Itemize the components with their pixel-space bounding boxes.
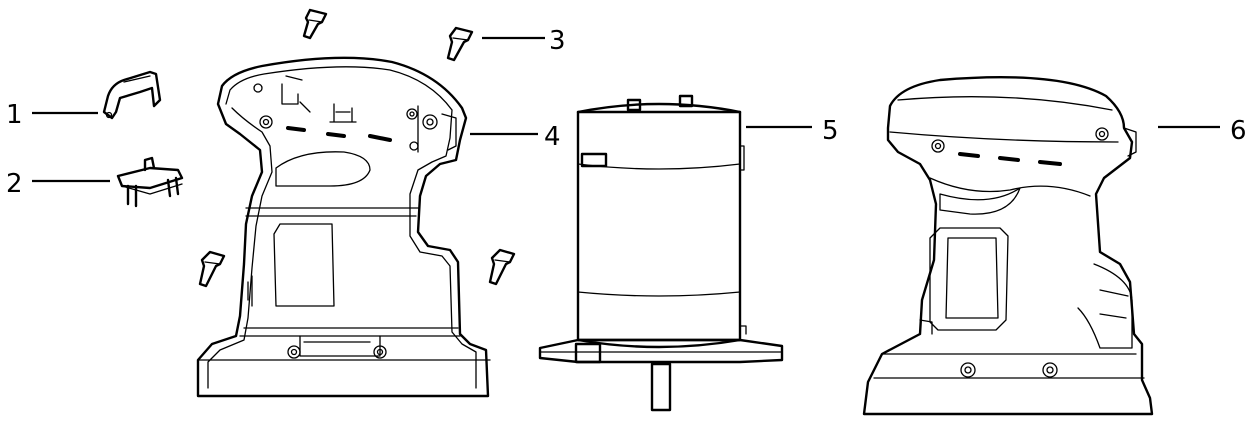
callout-label-5: 5 [822, 116, 839, 146]
screw-bottom-left [198, 250, 226, 288]
part-2-bracket [116, 156, 184, 208]
callout-label-6: 6 [1230, 116, 1247, 146]
callout-6: 6 [1158, 116, 1247, 146]
screw-top-right [446, 26, 474, 62]
callout-2: 2 [6, 169, 110, 199]
screw-bottom-right [488, 248, 516, 286]
callout-label-1: 1 [6, 100, 23, 130]
callout-4: 4 [470, 122, 561, 152]
part-1-clip [102, 70, 162, 120]
part-6-housing-outer [862, 76, 1154, 416]
callout-label-4: 4 [544, 122, 561, 152]
callout-label-3: 3 [549, 26, 566, 56]
callout-label-2: 2 [6, 169, 23, 199]
part-5-motor [538, 94, 784, 412]
callout-1: 1 [6, 100, 98, 130]
screw-top-left [302, 8, 328, 40]
callout-5: 5 [746, 116, 839, 146]
callout-3: 3 [482, 26, 566, 56]
part-4-housing-inner [196, 56, 491, 398]
